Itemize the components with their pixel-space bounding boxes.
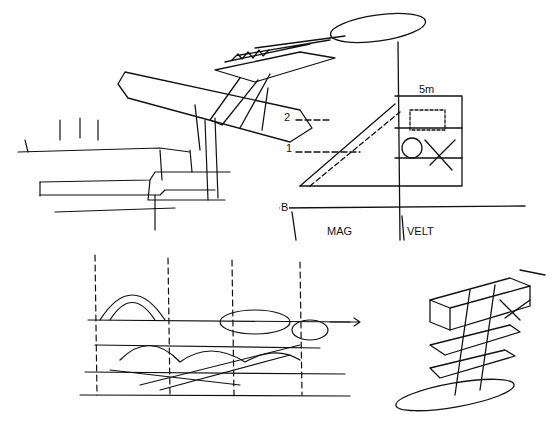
- level-number: 2: [283, 112, 291, 123]
- plan-sketch: [18, 118, 230, 230]
- stacked-slab-sketch: [394, 270, 545, 417]
- level-number: B: [280, 202, 289, 213]
- long-section-sketch: [80, 255, 360, 396]
- dimension-label: 5m: [418, 84, 435, 95]
- zone-label: VELT: [406, 226, 435, 237]
- zone-label: MAG: [326, 226, 353, 237]
- section-sketch: [280, 42, 525, 240]
- level-number: 1: [285, 143, 293, 154]
- top-perspective-sketch: [118, 8, 427, 150]
